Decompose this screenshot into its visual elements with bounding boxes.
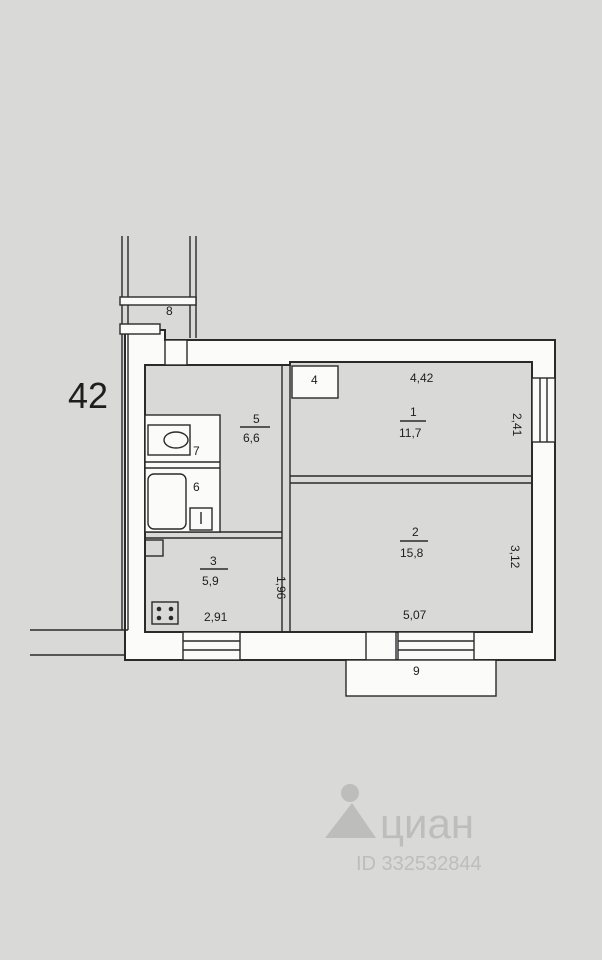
toilet-bowl-icon <box>163 431 189 449</box>
room-3-area: 5,9 <box>202 574 219 588</box>
room-7-label: 7 <box>193 444 200 458</box>
stove-icon <box>151 601 179 625</box>
room-6-label: 6 <box>193 480 200 494</box>
watermark-id: ID 332532844 <box>356 853 482 875</box>
sink-icon <box>189 507 213 531</box>
watermark-logo-icon <box>325 784 376 838</box>
bathtub-icon <box>147 473 187 530</box>
room-5-number: 5 <box>253 412 260 426</box>
dim-room-1-width: 4,42 <box>410 371 434 385</box>
room-9-label: 9 <box>413 664 420 678</box>
stove-burner-icon <box>168 615 174 621</box>
toilet-icon <box>147 424 191 456</box>
dim-room-2-depth: 3,12 <box>508 545 522 569</box>
room-1-number: 1 <box>410 405 417 419</box>
room-5-area: 6,6 <box>243 431 260 445</box>
room-4-label: 4 <box>311 373 318 387</box>
window-kitchen <box>182 631 241 661</box>
stove-burner-icon <box>156 606 162 612</box>
stove-burner-icon <box>168 606 174 612</box>
window-room-1 <box>531 377 556 443</box>
room-3-number: 3 <box>210 554 217 568</box>
watermark-brand: циан <box>380 800 474 847</box>
room-2-number: 2 <box>412 525 419 539</box>
dim-room-2-width: 5,07 <box>403 608 427 622</box>
closet-4 <box>291 365 339 399</box>
dim-kitchen-depth: 1,96 <box>274 576 288 600</box>
entrance-vent <box>164 339 188 366</box>
dim-kitchen-width: 2,91 <box>204 610 228 624</box>
watermark: циан ID 332532844 <box>325 784 482 875</box>
room-8-stair-label: 8 <box>166 304 173 318</box>
room-8-bottom-wall <box>119 323 161 335</box>
balcony-door <box>365 631 397 661</box>
room-8-top-wall <box>119 296 197 306</box>
stove-burner-icon <box>156 615 162 621</box>
dim-room-1-depth: 2,41 <box>510 413 524 437</box>
room-1-area: 11,7 <box>399 426 422 440</box>
balcony-9 <box>345 659 497 697</box>
kitchen-vent-icon <box>144 539 164 557</box>
window-room-2 <box>397 631 475 661</box>
room-2-area: 15,8 <box>400 546 424 560</box>
apartment-number: 42 <box>68 375 108 416</box>
